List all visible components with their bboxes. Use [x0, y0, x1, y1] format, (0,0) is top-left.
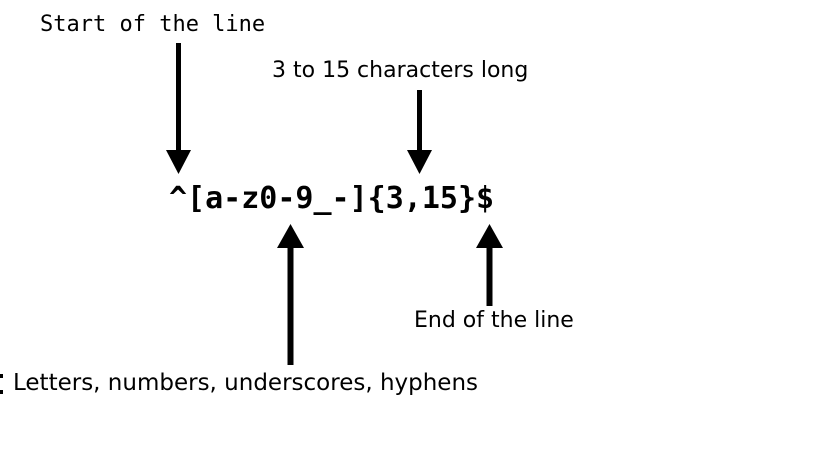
annotation-label-start-of-line: Start of the line [40, 12, 266, 37]
regex-expression: ^[a-z0-9_-]{3,15}$ [169, 181, 495, 216]
arrow-up-end-of-line [476, 224, 503, 306]
clipped-glyph-fragment-upper [0, 374, 3, 378]
arrow-down-start-of-line [166, 43, 191, 174]
arrow-down-length-quantifier [407, 90, 432, 174]
clipped-glyph-fragment-lower [0, 390, 3, 394]
annotation-label-length-quantifier: 3 to 15 characters long [272, 58, 529, 83]
arrow-up-character-class [277, 224, 304, 365]
annotation-label-character-class: Letters, numbers, underscores, hyphens [13, 370, 479, 396]
annotation-label-end-of-line: End of the line [414, 308, 574, 333]
